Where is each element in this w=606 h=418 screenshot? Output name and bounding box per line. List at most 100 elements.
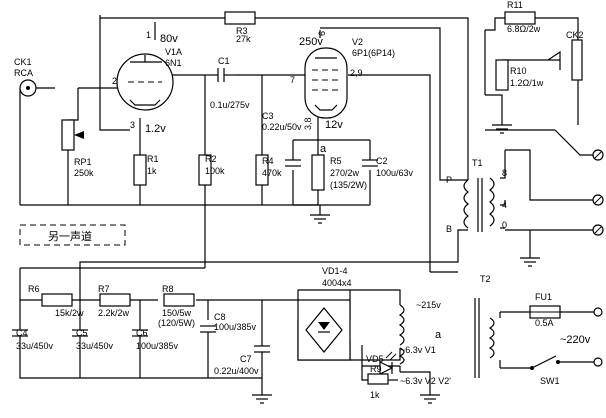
- t2-sec-63-v2: ~6.3v V2 V2': [400, 376, 451, 386]
- r8-value: 150/5w: [162, 308, 192, 318]
- c7-capacitor: [254, 345, 270, 360]
- r8-value-alt: (120/5W): [158, 318, 195, 328]
- v1-cathode-voltage: 1.2v: [145, 123, 166, 135]
- v1-pin1: 1: [146, 30, 151, 40]
- r10-label: R10: [510, 66, 527, 76]
- v2-plate-voltage: 250v: [299, 36, 323, 48]
- c3-capacitor: [285, 159, 301, 167]
- r4-resistor: [255, 154, 269, 186]
- t2-sec-63-v1: ~6.3v V1: [400, 345, 436, 355]
- v1-pin2: 2: [112, 76, 117, 86]
- r5-label: R5: [330, 156, 342, 166]
- ground-icon: [252, 394, 272, 404]
- r7-resistor: [99, 293, 131, 307]
- rp1-value: 250k: [74, 168, 94, 178]
- r11-value: 6.8Ω/2w: [507, 24, 541, 34]
- t1-tap-4: 4: [502, 200, 507, 210]
- c1-label: C1: [218, 56, 230, 66]
- sw1-label: SW1: [540, 376, 560, 386]
- r7-value: 2.2k/2w: [98, 308, 130, 318]
- ground-icon: [520, 257, 540, 267]
- ck1-type: RCA: [14, 68, 33, 78]
- v1-pin3: 3: [130, 120, 135, 130]
- r9-label: R9: [370, 364, 382, 374]
- v1-triode-tube: [116, 53, 174, 111]
- ck2-label: CK2: [566, 30, 584, 40]
- other-channel-box: [19, 224, 126, 246]
- t1-p-label: P: [446, 175, 452, 185]
- r11-label: R11: [507, 0, 523, 10]
- c2-capacitor: [362, 159, 378, 167]
- fu1-label: FU1: [535, 292, 552, 302]
- r8-resistor: [163, 293, 195, 307]
- c2-value: 100u/63v: [376, 168, 414, 178]
- vd14-value: 4004x4: [322, 278, 352, 288]
- t2-sec-215: ~215v: [416, 300, 441, 310]
- r3-label: R3: [236, 26, 248, 36]
- v1-type: 6N1: [165, 58, 182, 68]
- v2-type: 6P1(6P14): [352, 48, 395, 58]
- fu1-value: 0.5A: [535, 318, 554, 328]
- v2-label: V2: [352, 37, 363, 47]
- c4-value: 33u/450v: [16, 341, 54, 351]
- rp1-label: RP1: [74, 157, 92, 167]
- mains-terminals: [593, 307, 603, 367]
- ck1-label: CK1: [14, 57, 32, 67]
- r9-value: 1k: [370, 390, 380, 400]
- v1-plate-voltage: 80v: [160, 33, 178, 45]
- ground-icon: [492, 124, 512, 134]
- t1-tap-0: 0: [502, 220, 507, 230]
- t1-output-transformer: [463, 177, 495, 232]
- r8-label: R8: [162, 284, 174, 294]
- c2-label: C2: [376, 156, 388, 166]
- sw1-switch: [530, 355, 560, 370]
- r2-label: R2: [205, 154, 217, 164]
- r10-resistor: [495, 59, 509, 91]
- r4-label: R4: [262, 156, 274, 166]
- c8-label: C8: [214, 312, 226, 322]
- r6-value: 15k/2w: [55, 308, 84, 318]
- r9-resistor: [367, 373, 389, 385]
- t2-power-transformer: [398, 298, 495, 378]
- r5-resistor: [311, 154, 325, 191]
- v2-pin7: 7: [290, 75, 295, 85]
- c6-value: 100u/385v: [136, 341, 179, 351]
- r1-value: 1k: [147, 166, 157, 176]
- t1-label: T1: [472, 158, 483, 168]
- r1-label: R1: [147, 154, 159, 164]
- c5-label: C5: [76, 328, 88, 338]
- c8-capacitor: [200, 325, 216, 342]
- r11-resistor: [504, 11, 536, 25]
- r7-label: R7: [98, 284, 110, 294]
- v1-label: V1A: [165, 47, 182, 57]
- ground-icon: [420, 394, 440, 404]
- v2-pin29: 2,9: [350, 68, 363, 78]
- c1-value: 0.1u/275v: [210, 100, 250, 110]
- r2-resistor: [198, 154, 212, 186]
- c3-label: C3: [262, 111, 274, 121]
- node-a-t2-label: a: [435, 329, 442, 341]
- c5-capacitor: [72, 329, 88, 345]
- c4-label: C4: [16, 328, 28, 338]
- c5-value: 33u/450v: [76, 341, 114, 351]
- ck1-rca-jack: [19, 79, 37, 97]
- t1-tap-8: 8: [502, 168, 507, 178]
- c7-label: C7: [240, 354, 252, 364]
- r5-value-alt: (135/2W): [330, 180, 367, 190]
- c6-label: C6: [136, 328, 148, 338]
- v2-pin6: 6: [317, 31, 327, 36]
- r3-resistor: [224, 11, 256, 25]
- r2-value: 100k: [205, 166, 225, 176]
- mains-voltage: ~220v: [560, 334, 591, 346]
- c1-capacitor: [205, 68, 236, 82]
- t2-label: T2: [480, 274, 491, 284]
- ground-icon: [310, 214, 330, 224]
- r1-resistor: [133, 154, 147, 186]
- c4-capacitor: [12, 329, 28, 345]
- r6-label: R6: [28, 284, 40, 294]
- r6-resistor: [41, 293, 73, 307]
- c8-value: 100u/385v: [214, 322, 257, 332]
- r5-value: 270/2w: [330, 168, 360, 178]
- rp1-potentiometer: [61, 119, 84, 151]
